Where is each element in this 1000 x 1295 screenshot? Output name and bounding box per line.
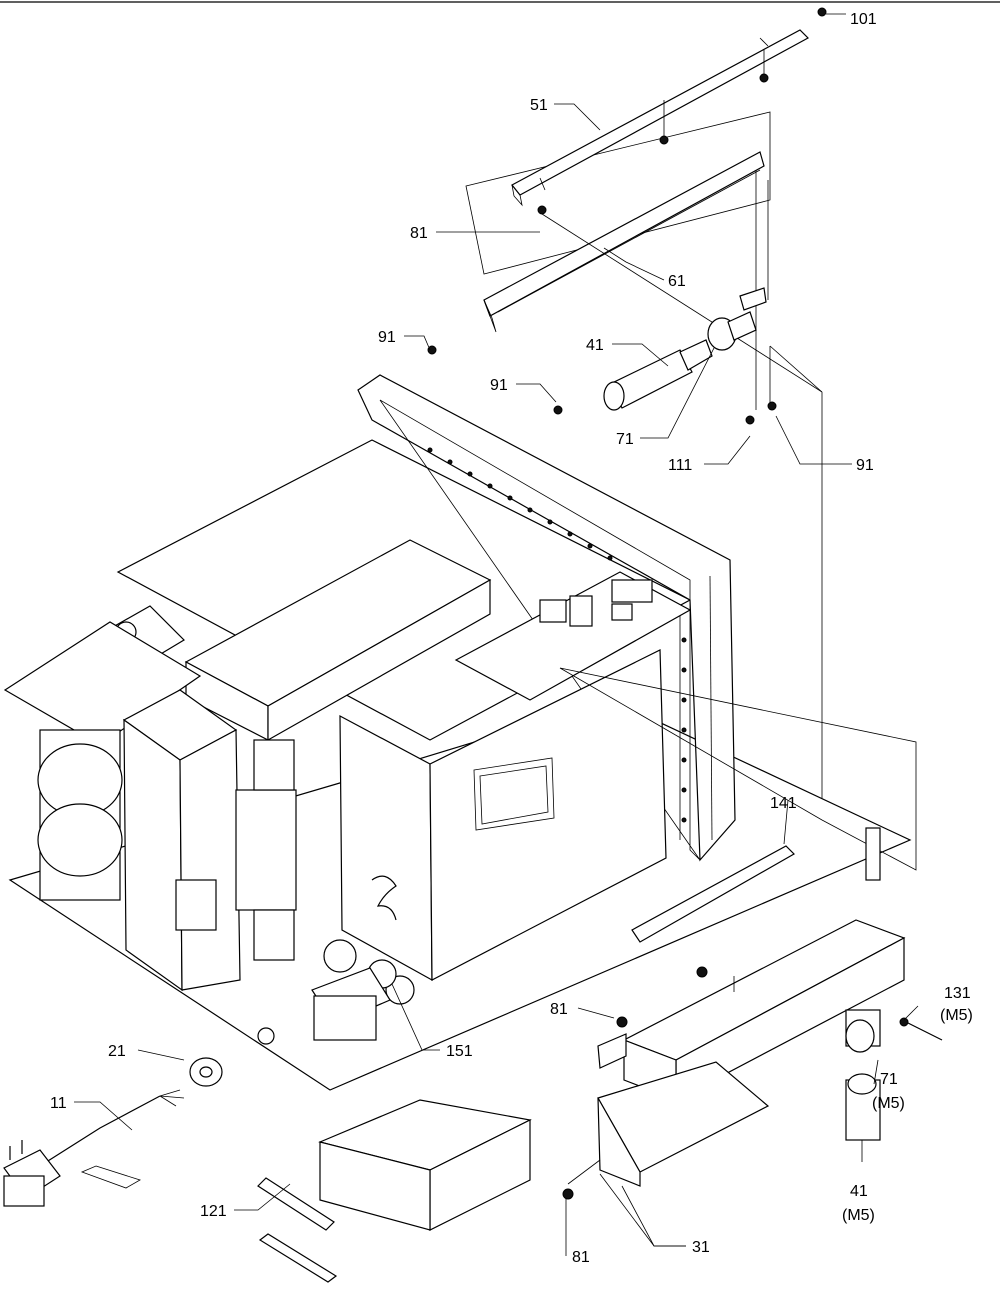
callout-91: 91 (378, 329, 396, 346)
callout-51: 51 (530, 97, 548, 114)
callout-labels: 101 51 81 61 91 41 91 71 111 91 141 131 … (50, 11, 973, 1266)
callout-61: 61 (668, 273, 686, 290)
callout-111: 111 (668, 457, 692, 474)
callout-131-subtext: (M5) (940, 1007, 973, 1024)
callout-41-subtext: (M5) (842, 1207, 875, 1224)
callout-81: 81 (410, 225, 428, 242)
bottom-left-parts (3, 1057, 532, 1283)
callout-121: 121 (200, 1203, 227, 1220)
callout-81: 81 (550, 1001, 568, 1018)
callout-41: 41 (586, 337, 604, 354)
callout-151: 151 (446, 1043, 473, 1060)
callout-71: 71 (880, 1071, 898, 1088)
callout-141: 141 (770, 795, 797, 812)
chassis (3, 374, 912, 1091)
callout-71-subtext: (M5) (872, 1095, 905, 1112)
callout-91: 91 (490, 377, 508, 394)
callout-41: 41 (850, 1183, 868, 1200)
upper-rail-assembly (427, 7, 827, 820)
callout-101: 101 (850, 11, 877, 28)
callout-31: 31 (692, 1239, 710, 1256)
callout-131: 131 (944, 985, 971, 1002)
callout-81: 81 (572, 1249, 590, 1266)
lower-right-assembly (559, 667, 943, 1200)
callout-71: 71 (616, 431, 634, 448)
callout-21: 21 (108, 1043, 126, 1060)
leader-lines (74, 13, 919, 1256)
callout-11: 11 (50, 1095, 67, 1112)
callout-91: 91 (856, 457, 874, 474)
